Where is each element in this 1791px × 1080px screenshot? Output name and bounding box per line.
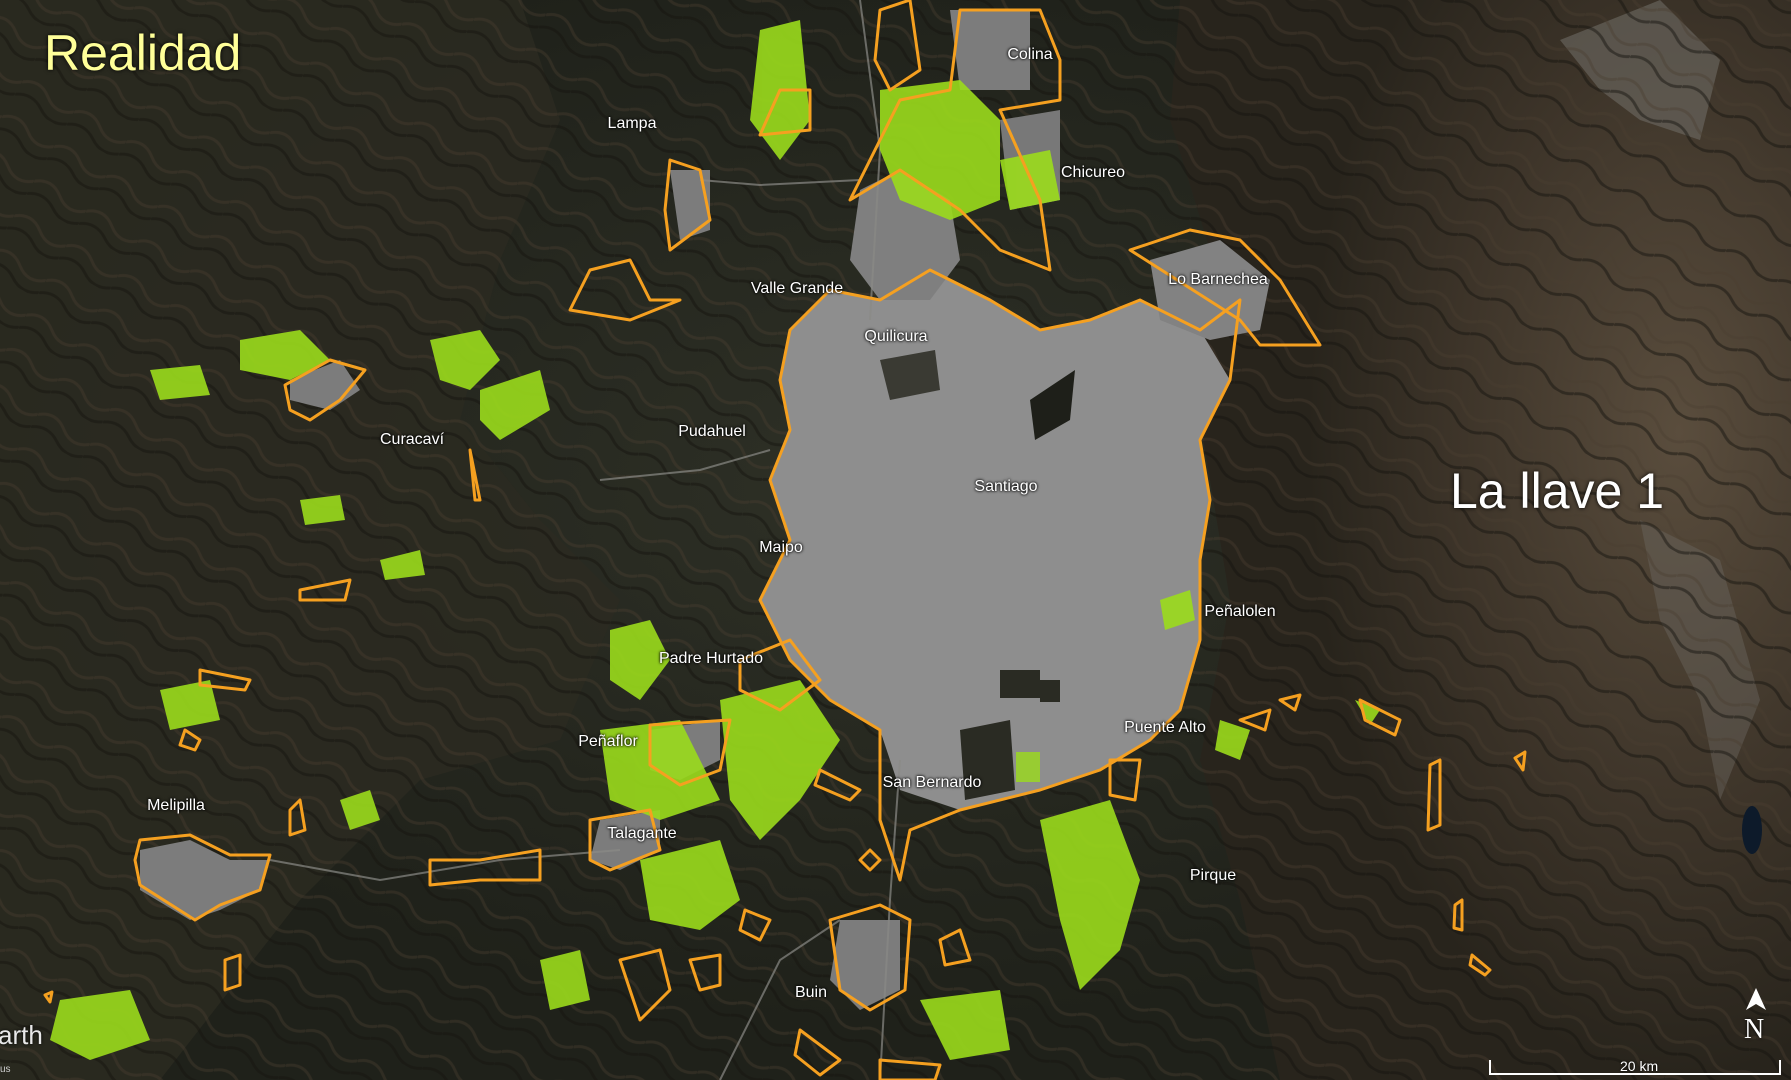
vegetation bbox=[50, 20, 1380, 1060]
place-label: Valle Grande bbox=[750, 280, 844, 297]
boundary-talagante bbox=[428, 848, 542, 887]
field-patch bbox=[880, 350, 940, 400]
boundary-east-4 bbox=[1426, 758, 1442, 832]
boundary-penaflor bbox=[648, 718, 732, 787]
brand-watermark: arth bbox=[0, 1020, 43, 1050]
urban-colina bbox=[950, 10, 1030, 90]
boundary-northwest bbox=[568, 258, 682, 322]
place-label: Pirque bbox=[1189, 867, 1237, 884]
urban-boundaries bbox=[43, 0, 1527, 1080]
place-label: Peñalolen bbox=[1204, 603, 1276, 620]
scale-label: 20 km bbox=[1620, 1058, 1659, 1074]
urban-santiago bbox=[760, 270, 1230, 810]
boundary-sb bbox=[813, 768, 862, 802]
boundary-east-5 bbox=[1513, 750, 1527, 772]
boundary-east-3 bbox=[1358, 698, 1402, 737]
boundary-lampa bbox=[663, 158, 712, 252]
boundary-south bbox=[738, 908, 772, 942]
boundary-east-2 bbox=[1278, 693, 1302, 712]
scale-bar-graphic bbox=[1489, 1060, 1781, 1075]
place-label: Curacaví bbox=[379, 431, 445, 448]
place-label: Chicureo bbox=[1060, 164, 1126, 181]
place-label: Lampa bbox=[607, 115, 657, 132]
place-label: Talagante bbox=[607, 825, 677, 842]
boundary-pirque-ring bbox=[1108, 758, 1142, 802]
place-label: Maipo bbox=[759, 539, 803, 556]
place-label: San Bernardo bbox=[882, 774, 982, 791]
place-label: Melipilla bbox=[147, 797, 205, 814]
boundary-padre-hurtado bbox=[738, 638, 822, 712]
place-label: Pudahuel bbox=[678, 423, 746, 440]
boundary-south-5 bbox=[793, 1028, 842, 1077]
boundary-east-1 bbox=[1238, 708, 1272, 732]
north-arrow-glyph bbox=[1746, 988, 1766, 1010]
boundary-sb-2 bbox=[858, 848, 882, 872]
boundary-melipilla bbox=[133, 833, 272, 922]
field-patch bbox=[1040, 680, 1060, 702]
urban-lampa bbox=[670, 170, 710, 240]
place-label: Colina bbox=[1007, 46, 1053, 63]
boundary-west-6 bbox=[43, 990, 54, 1004]
boundary-south-2 bbox=[618, 948, 672, 1022]
place-label: Santiago bbox=[974, 478, 1038, 495]
boundary-north bbox=[848, 8, 1062, 272]
urban-talagante bbox=[590, 810, 660, 870]
boundary-west-1 bbox=[298, 578, 352, 602]
boundary-curacavi bbox=[283, 358, 367, 422]
title-realidad: Realidad bbox=[44, 25, 242, 81]
boundary-south-4 bbox=[938, 928, 972, 967]
field-patch bbox=[1030, 370, 1075, 440]
boundary-west-2 bbox=[198, 668, 252, 692]
boundary-east-6 bbox=[1452, 898, 1464, 932]
urban-lo-barnechea bbox=[1150, 240, 1270, 340]
place-label: Quilicura bbox=[864, 328, 928, 345]
roads bbox=[269, 0, 901, 1080]
boundary-west-4 bbox=[288, 798, 307, 837]
urban-buin bbox=[830, 920, 900, 1010]
boundary-east-7 bbox=[1468, 953, 1492, 977]
boundary-curacavi-2 bbox=[468, 448, 482, 502]
place-label: Peñaflor bbox=[578, 733, 638, 750]
boundary-west-3 bbox=[178, 728, 202, 752]
boundary-colina-west bbox=[873, 0, 922, 92]
place-label: Puente Alto bbox=[1124, 719, 1206, 736]
title-scenario: La llave 1 bbox=[1450, 463, 1665, 519]
boundary-north-2 bbox=[758, 88, 812, 137]
brand-watermark-sub: us bbox=[0, 1064, 11, 1075]
green-park bbox=[1016, 752, 1040, 782]
place-label: Buin bbox=[794, 984, 828, 1001]
boundary-buin bbox=[828, 903, 912, 1012]
boundary-south-6 bbox=[878, 1058, 942, 1080]
place-label: Lo Barnechea bbox=[1168, 271, 1268, 288]
north-indicator: N bbox=[1744, 1014, 1765, 1045]
field-patch bbox=[1000, 670, 1040, 698]
boundary-south-3 bbox=[688, 953, 722, 992]
boundary-lo-barnechea bbox=[1128, 228, 1322, 347]
lagoon bbox=[1742, 806, 1762, 854]
field-patch bbox=[960, 720, 1015, 800]
boundary-santiago bbox=[758, 268, 1242, 882]
boundary-west-5 bbox=[223, 953, 242, 992]
place-label: Padre Hurtado bbox=[658, 650, 764, 667]
boundary-talagante-2 bbox=[588, 808, 662, 872]
